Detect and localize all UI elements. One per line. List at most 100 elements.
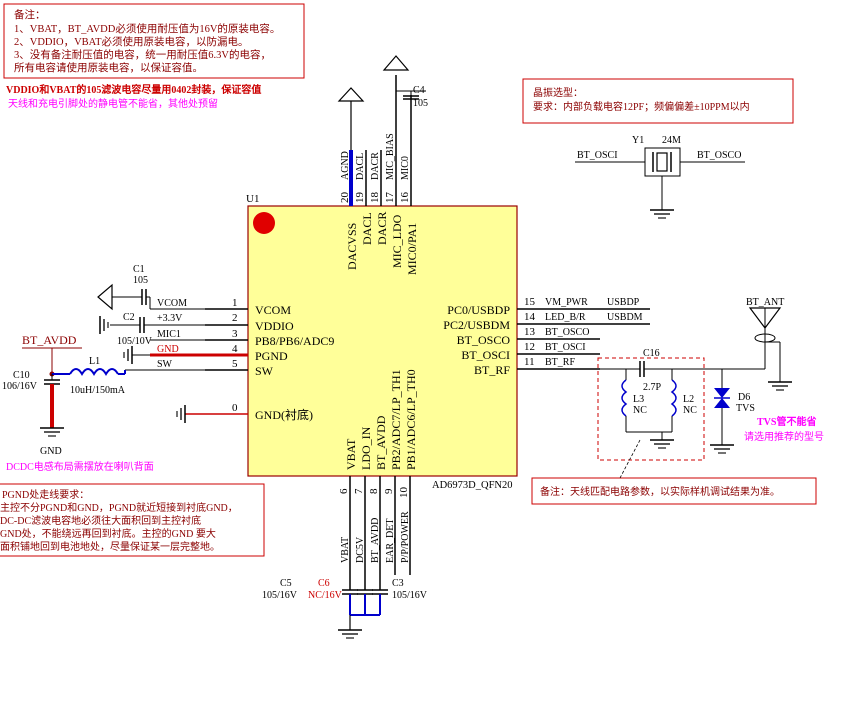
- power-arrow-icon: [382, 55, 410, 71]
- comp-value: NC: [633, 405, 647, 416]
- note-line: GND处，不能绕远再回到衬底。主控的GND 要大: [0, 527, 216, 540]
- net-label: BT_OSCO: [545, 327, 589, 338]
- pin-name: PGND: [255, 349, 288, 363]
- pin-number: 11: [524, 356, 535, 368]
- pin-number: 19: [354, 192, 366, 204]
- net-label: BT_ANT: [746, 297, 784, 308]
- cap-c4: C4 105: [396, 85, 428, 109]
- agnd-symbol: [337, 87, 365, 102]
- rf-section: C16 2.7P L3 NC L2 NC D6 TVS BT_ANT: [597, 297, 792, 479]
- comp-ref: C10: [13, 370, 30, 381]
- net-label: MIC1: [157, 329, 181, 340]
- note-line: 所有电容请使用原装电容，以保证容值。: [14, 61, 203, 74]
- comp-value: 2.7P: [643, 382, 662, 393]
- note-antenna: 备注：天线匹配电路参数，以实际样机调试结果为准。: [531, 477, 817, 505]
- pin-number: 12: [524, 341, 535, 353]
- net-label: VCOM: [157, 298, 187, 309]
- net-label: VBAT: [340, 537, 351, 563]
- note-top-left: 备注： 1、VBAT，BT_AVDD必须使用耐压值为16V的原装电容。 2、VD…: [3, 3, 305, 79]
- comp-value: 106/16V: [2, 381, 38, 392]
- net-label: MIC0: [400, 156, 411, 180]
- comp-value: NC/16V: [308, 590, 343, 601]
- comp-value: 105: [133, 275, 148, 286]
- pin-name: DACR: [375, 212, 389, 245]
- left-pins: 1 2 3 4 5 VCOM VDDIO PB8/PB6/ADC9 PGND S…: [185, 297, 334, 422]
- comp-ref: L3: [633, 394, 644, 405]
- pin-number: 20: [339, 192, 351, 204]
- chip-part: AD6973D_QFN20: [432, 480, 513, 491]
- net-label: AGND: [340, 151, 351, 180]
- chip-u1: U1 AD6973D_QFN20: [246, 193, 518, 491]
- note-esd: 天线和充电引脚处的静电管不能省，其他处预留: [8, 97, 218, 110]
- note-line: 要求：内部负载电容12PF；频偏偏差±10PPM以内: [533, 100, 750, 113]
- note-pgnd: PGND处走线要求： 主控不分PGND和GND，PGND就近短接到衬底GND， …: [0, 483, 265, 557]
- pin-name: PB2/ADC7/LP_TH1: [389, 369, 403, 470]
- pin-name: DACL: [360, 212, 374, 245]
- comp-value: 105/16V: [262, 590, 298, 601]
- pin-name: MIC0/PA1: [405, 223, 419, 275]
- pin-name: VCOM: [255, 303, 291, 317]
- pin-name: GND(衬底): [255, 407, 313, 422]
- pin-number: 16: [399, 192, 411, 204]
- net-label: DACR: [370, 152, 381, 180]
- crystal-y1: BT_OSCI BT_OSCO Y1 24M: [575, 135, 745, 219]
- note-dcdc: DCDC电感布局需摆放在喇叭背面: [6, 460, 154, 473]
- comp-ref: C4: [413, 85, 425, 96]
- note-tvs2: 请选用推荐的型号: [744, 430, 824, 443]
- net-label: GND: [40, 446, 62, 457]
- pin-number: 9: [383, 488, 395, 494]
- net-label: VM_PWR: [545, 297, 588, 308]
- comp-ref: L1: [89, 356, 100, 367]
- right-pins: PC0/USBDP PC2/USBDM BT_OSCO BT_OSCI BT_R…: [443, 296, 650, 377]
- pin1-marker: [253, 212, 275, 234]
- note-line: PGND处走线要求：: [2, 488, 89, 501]
- pin-name: PB8/PB6/ADC9: [255, 334, 334, 348]
- pin-name: BT_OSCI: [461, 348, 510, 362]
- net-label: USBDP: [607, 297, 640, 308]
- pin-number: 2: [232, 312, 238, 324]
- comp-ref: C16: [643, 348, 660, 359]
- top-pins: 20 19 18 17 16 AGND DACL DACR MIC_BIAS M…: [339, 75, 419, 275]
- pin-name: MIC_LDO: [390, 214, 404, 268]
- net-label: BT_OSCI: [545, 342, 586, 353]
- bottom-pins: 6 7 8 9 10 VBAT LDO_IN BT_AVDD PB2/ADC7/…: [338, 369, 418, 590]
- pin-number: 14: [524, 311, 536, 323]
- note-line: 3、没有备注耐压值的电容，统一用耐压值6.3V的电容，: [14, 48, 271, 61]
- comp-value: 105: [413, 98, 428, 109]
- pin-number: 13: [524, 326, 536, 338]
- comp-ref: C3: [392, 578, 404, 589]
- comp-ref: C1: [133, 264, 145, 275]
- agnd-symbol: [97, 283, 113, 311]
- comp-ref: C2: [123, 312, 135, 323]
- note-line: DC-DC滤波电容地必须往大面积回到主控衬底: [0, 514, 201, 527]
- pin-number: 1: [232, 297, 238, 309]
- net-label: EAR_DET: [385, 519, 396, 563]
- pin-name: BT_RF: [474, 363, 510, 377]
- note-line: 2、VDDIO，VBAT必须使用原装电容，以防漏电。: [14, 35, 249, 48]
- note-line: 1、VBAT，BT_AVDD必须使用耐压值为16V的原装电容。: [14, 22, 280, 35]
- comp-ref: Y1: [632, 135, 644, 146]
- net-label: GND: [157, 344, 179, 355]
- comp-ref: C6: [318, 578, 330, 589]
- pin-number: 17: [384, 192, 396, 204]
- chip-body: [247, 205, 518, 477]
- pin-name: PC0/USBDP: [447, 303, 510, 317]
- net-label: DACL: [355, 153, 366, 180]
- comp-value: NC: [683, 405, 697, 416]
- net-label: BT_AVDD: [370, 518, 381, 563]
- pin-name: BT_AVDD: [374, 415, 388, 470]
- pin-number: 0: [232, 402, 238, 414]
- net-label: BT_OSCI: [577, 150, 618, 161]
- comp-value: 10uH/150mA: [70, 385, 126, 396]
- note-line: 面积铺地回到电池地处，尽量保证某一层完整地。: [0, 540, 220, 553]
- comp-value: 105/10V: [117, 336, 153, 347]
- comp-ref: C5: [280, 578, 292, 589]
- comp-value: TVS: [736, 403, 755, 414]
- comp-ref: L2: [683, 394, 694, 405]
- comp-value: 24M: [662, 135, 681, 146]
- pin-name: SW: [255, 364, 274, 378]
- pin-number: 5: [232, 358, 238, 370]
- net-label: USBDM: [607, 312, 643, 323]
- net-label: BT_RF: [545, 357, 575, 368]
- pin-number: 7: [353, 488, 365, 494]
